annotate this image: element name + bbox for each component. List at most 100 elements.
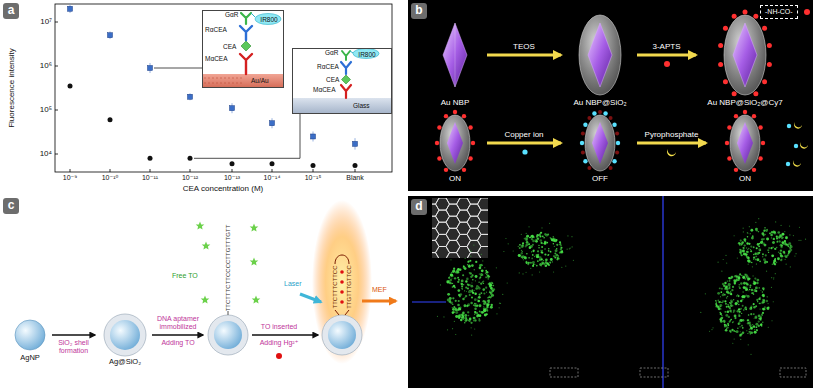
cell-image — [739, 244, 741, 246]
cell-image — [745, 295, 747, 297]
nanoparticle — [730, 115, 760, 171]
leader-line — [154, 68, 300, 158]
cell-image — [473, 317, 476, 320]
cell-image — [727, 323, 729, 325]
cell-image — [760, 323, 763, 326]
cell-image — [550, 238, 551, 239]
cell-image — [483, 292, 485, 294]
cell-image — [531, 251, 532, 252]
dye-molecule — [752, 168, 756, 172]
dna-sequence: TTCTTTCTTCC — [332, 266, 339, 309]
cell-image — [758, 218, 759, 219]
cell-image — [741, 325, 743, 327]
cell-image — [724, 311, 726, 313]
inset-illustration — [241, 41, 251, 51]
cell-image — [781, 258, 782, 259]
step-label: Adding Hg²⁺ — [260, 339, 299, 347]
cell-image — [529, 237, 530, 238]
data-point — [188, 156, 193, 161]
cell-image — [525, 237, 528, 240]
dna-sequence: TTCTTTCTTCCCCTTGTTTGTT — [225, 225, 232, 312]
cell-image — [774, 259, 776, 261]
cell-image — [751, 262, 752, 263]
dye-molecule — [609, 116, 613, 120]
cell-image — [749, 331, 751, 333]
inset-illustration — [292, 48, 392, 114]
cell-image — [738, 315, 740, 317]
cell-image — [720, 317, 722, 319]
cell-image — [740, 240, 742, 242]
cell-image — [732, 322, 734, 324]
cell-image — [479, 293, 481, 295]
cell-image — [548, 254, 549, 255]
cell-image — [486, 274, 488, 276]
cell-image — [554, 246, 555, 247]
panel-letter: c — [8, 199, 15, 213]
cell-image — [745, 254, 747, 256]
cell-image — [759, 243, 760, 244]
cell-image — [743, 253, 744, 254]
cell-image — [754, 284, 755, 285]
cell-image — [447, 281, 450, 284]
cell-image — [759, 302, 760, 303]
panel-letter: a — [8, 4, 15, 18]
cell-image — [748, 344, 749, 345]
cell-image — [553, 255, 555, 257]
cell-image — [493, 288, 495, 290]
cell-image — [489, 291, 491, 293]
cell-image — [756, 299, 758, 301]
cell-image — [750, 305, 752, 307]
cell-image — [723, 320, 726, 323]
cell-image — [753, 246, 755, 248]
cell-image — [458, 307, 461, 310]
cell-image — [474, 304, 476, 306]
cell-image — [728, 277, 730, 279]
cell-image — [544, 241, 547, 244]
cell-image — [452, 286, 454, 288]
nanoparticle — [724, 15, 766, 95]
cell-image — [748, 260, 751, 263]
cell-image — [768, 247, 770, 249]
nanoparticle — [443, 23, 467, 87]
cell-image — [470, 251, 471, 252]
cell-image — [532, 274, 533, 275]
particle-label: ON — [739, 174, 751, 183]
cell-image — [478, 296, 481, 299]
cell-image — [737, 294, 738, 295]
cell-image — [537, 238, 538, 239]
cell-image — [573, 260, 574, 261]
cell-image — [544, 253, 546, 255]
cell-image — [452, 308, 455, 311]
cell-image — [567, 235, 568, 236]
cell-image — [756, 329, 758, 331]
silver-nanoparticle — [228, 311, 229, 315]
cell-image — [452, 283, 453, 284]
cell-image — [777, 257, 780, 260]
cell-image — [530, 262, 532, 264]
cell-image — [457, 273, 458, 274]
silver-nanoparticle — [208, 311, 248, 355]
honeycomb — [432, 253, 439, 258]
cell-image — [740, 339, 741, 340]
cell-image — [751, 292, 753, 294]
cell-image — [455, 300, 457, 302]
cell-image — [765, 229, 768, 232]
cell-image — [761, 232, 764, 235]
dye-molecule — [437, 125, 441, 129]
cell-image — [474, 308, 476, 310]
cell-image — [773, 262, 774, 263]
cell-image — [489, 304, 490, 305]
cell-image — [452, 304, 453, 305]
dye-star — [201, 296, 210, 304]
cell-image — [755, 316, 758, 319]
cell-image — [753, 254, 754, 255]
cell-image — [721, 291, 723, 293]
cell-image — [730, 331, 731, 332]
cell-image — [755, 305, 757, 307]
cell-image — [451, 283, 452, 284]
dye-star — [196, 222, 205, 230]
cell-image — [750, 327, 752, 329]
cell-image — [734, 280, 737, 283]
cell-image — [451, 277, 452, 278]
cell-image — [450, 300, 451, 301]
